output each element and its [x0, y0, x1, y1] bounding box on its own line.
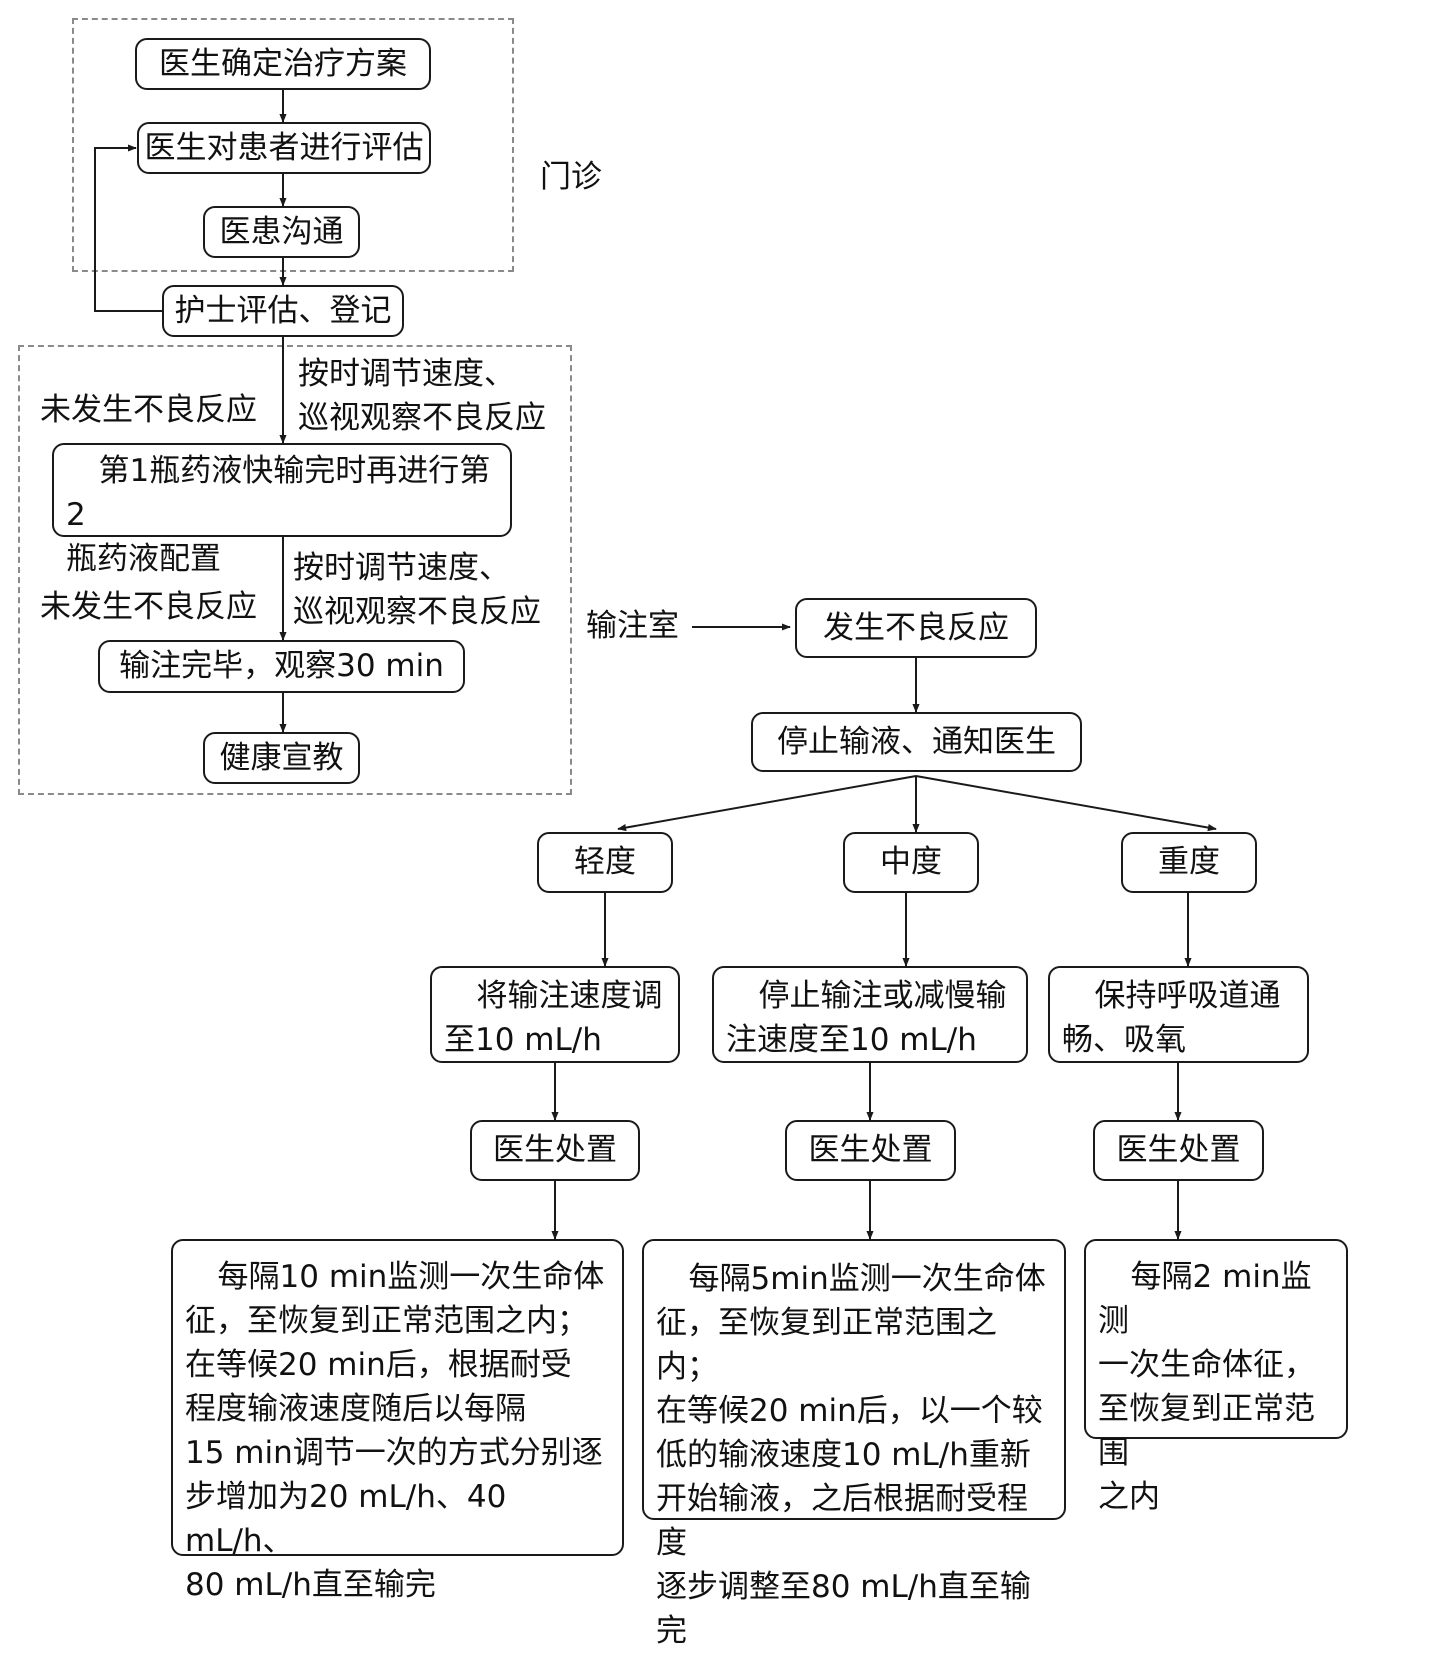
monitor-moderate-line1: 每隔5min监测一次生命体 [688, 1261, 1046, 1297]
outpatient-label: 门诊 [540, 159, 602, 195]
step-infusion-finished: 输注完毕，观察30 min [98, 640, 465, 693]
arrow-nurse-loop-back [94, 144, 162, 312]
monitor-mild-line4: 程度输液速度随后以每隔 [185, 1391, 526, 1427]
action-severe-line1: 保持呼吸道通 [1094, 978, 1281, 1014]
monitor-severe-line4: 之内 [1098, 1479, 1160, 1515]
monitor-moderate-line6: 逐步调整至80 mL/h直至输完 [656, 1569, 1031, 1649]
step-second-bottle: 第1瓶药液快输完时再进行第2 瓶药液配置 [52, 443, 512, 577]
monitor-moderate: 每隔5min监测一次生命体 征，至恢复到正常范围之内； 在等候20 min后，以… [642, 1239, 1066, 1649]
step-health-education: 健康宣教 [203, 732, 360, 784]
step-patient-assessment: 医生对患者进行评估 [137, 122, 431, 174]
step-doctor-patient-communication: 医患沟通 [203, 206, 360, 258]
monitor-mild-line2: 征，至恢复到正常范围之内； [185, 1303, 588, 1339]
monitor-mild-line5: 15 min调节一次的方式分别逐 [185, 1435, 603, 1471]
arrow-stop-to-mild [617, 775, 917, 832]
adjust-speed-note-1-line2: 巡视观察不良反应 [298, 400, 546, 436]
action-severe-line2: 畅、吸氧 [1062, 1022, 1186, 1058]
action-mild-line1: 将输注速度调 [476, 978, 663, 1014]
monitor-mild: 每隔10 min监测一次生命体 征，至恢复到正常范围之内； 在等候20 min后… [171, 1239, 624, 1603]
monitor-moderate-line2: 征，至恢复到正常范围之内； [656, 1305, 997, 1385]
action-moderate-line1: 停止输注或减慢输 [758, 978, 1007, 1014]
monitor-mild-line3: 在等候20 min后，根据耐受 [185, 1347, 572, 1383]
step-stop-and-notify: 停止输液、通知医生 [751, 712, 1082, 772]
monitor-moderate-line5: 开始输液，之后根据耐受程度 [656, 1481, 1028, 1561]
adjust-speed-note-1: 按时调节速度、 巡视观察不良反应 [298, 352, 546, 440]
adjust-speed-note-2-line1: 按时调节速度、 [293, 550, 510, 586]
second-bottle-line2: 瓶药液配置 [66, 541, 221, 577]
adjust-speed-note-1-line1: 按时调节速度、 [298, 356, 515, 392]
no-reaction-label-2: 未发生不良反应 [40, 589, 257, 625]
action-mild: 将输注速度调 至10 mL/h [430, 966, 680, 1063]
monitor-severe-line1: 每隔2 min监测 [1098, 1259, 1312, 1339]
step-adverse-reaction: 发生不良反应 [795, 598, 1037, 658]
outpatient-region [72, 18, 514, 272]
severity-severe: 重度 [1121, 832, 1257, 893]
doctor-handling-severe: 医生处置 [1093, 1120, 1264, 1181]
monitor-mild-line1: 每隔10 min监测一次生命体 [217, 1259, 605, 1295]
doctor-handling-mild: 医生处置 [470, 1120, 640, 1181]
action-mild-line2: 至10 mL/h [444, 1022, 602, 1058]
adjust-speed-note-2-line2: 巡视观察不良反应 [293, 594, 541, 630]
severity-mild: 轻度 [537, 832, 673, 893]
action-severe: 保持呼吸道通 畅、吸氧 [1048, 966, 1309, 1063]
monitor-severe: 每隔2 min监测 一次生命体征， 至恢复到正常范围 之内 [1084, 1239, 1348, 1515]
arrow-stop-to-severe [915, 775, 1217, 832]
monitor-moderate-line4: 低的输液速度10 mL/h重新 [656, 1437, 1031, 1473]
doctor-handling-moderate: 医生处置 [785, 1120, 956, 1181]
monitor-mild-line6: 步增加为20 mL/h、40 mL/h、 [185, 1479, 507, 1559]
second-bottle-line1: 第1瓶药液快输完时再进行第2 [66, 453, 491, 533]
no-reaction-label-1: 未发生不良反应 [40, 392, 257, 428]
adjust-speed-note-2: 按时调节速度、 巡视观察不良反应 [293, 546, 541, 634]
severity-moderate: 中度 [843, 832, 979, 893]
monitor-severe-line3: 至恢复到正常范围 [1098, 1391, 1315, 1471]
infusion-room-region [18, 345, 572, 795]
action-moderate-line2: 注速度至10 mL/h [726, 1022, 977, 1058]
step-treatment-plan: 医生确定治疗方案 [135, 38, 431, 90]
monitor-moderate-line3: 在等候20 min后，以一个较 [656, 1393, 1043, 1429]
step-nurse-assessment: 护士评估、登记 [162, 285, 404, 337]
monitor-mild-line7: 80 mL/h直至输完 [185, 1567, 436, 1603]
infusion-room-label: 输注室 [586, 608, 679, 644]
action-moderate: 停止输注或减慢输 注速度至10 mL/h [712, 966, 1028, 1063]
monitor-severe-line2: 一次生命体征， [1098, 1347, 1315, 1383]
